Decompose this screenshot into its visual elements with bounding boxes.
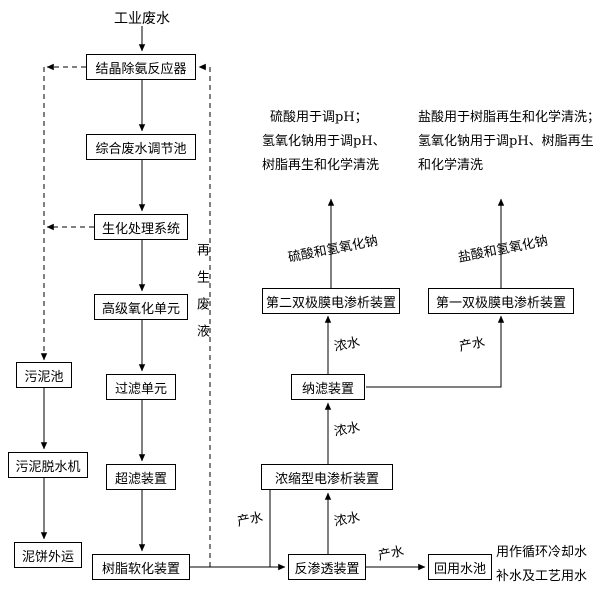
reuse-note-line1: 用作循环冷却水 xyxy=(496,545,588,560)
node-wastewater-regulation-tank: 综合废水调节池 xyxy=(86,134,196,160)
node-second-bipolar-membrane-electrodialysis: 第二双极膜电渗析装置 xyxy=(262,288,400,314)
node-nanofiltration-device: 纳滤装置 xyxy=(291,374,365,400)
sulfuric-note-line3: 树脂再生和化学清洗 xyxy=(262,158,380,173)
sulfuric-note-line1: 硫酸用于调pH； xyxy=(270,110,368,125)
node-filtration-unit: 过滤单元 xyxy=(106,374,176,400)
hcl-note-line1: 盐酸用于树脂再生和化学清洗； xyxy=(418,110,600,125)
hcl-note-line3: 和化学清洗 xyxy=(418,158,484,173)
node-biochemical-treatment-system: 生化处理系统 xyxy=(94,214,188,240)
node-reuse-water-pool: 回用水池 xyxy=(428,554,492,580)
node-resin-softening-device: 树脂软化装置 xyxy=(92,554,190,580)
regeneration-waste-label: 再生废液 xyxy=(194,243,209,351)
sulfuric-acid-usage-note: 硫酸用于调pH； 氢氧化钠用于调pH、 树脂再生和化学清洗 xyxy=(262,106,386,178)
node-reverse-osmosis-device: 反渗透装置 xyxy=(288,554,366,580)
node-concentrating-electrodialysis-device: 浓缩型电渗析装置 xyxy=(261,464,393,490)
hcl-note-line2: 氢氧化钠用于调pH、树脂再生 xyxy=(418,134,594,149)
node-crystallization-ammonia-reactor: 结晶除氨反应器 xyxy=(86,54,196,80)
reuse-note-line2: 补水及工艺用水 xyxy=(496,569,588,584)
reuse-water-usage-note: 用作循环冷却水 补水及工艺用水 xyxy=(496,541,587,589)
node-sludge-tank: 污泥池 xyxy=(16,362,72,388)
node-ultrafiltration-device: 超滤装置 xyxy=(106,464,176,490)
hydrochloric-acid-usage-note: 盐酸用于树脂再生和化学清洗； 氢氧化钠用于调pH、树脂再生 和化学清洗 xyxy=(418,106,600,178)
node-advanced-oxidation-unit: 高级氧化单元 xyxy=(94,294,188,320)
node-sludge-dewatering-machine: 污泥脱水机 xyxy=(8,452,88,478)
source-label: 工业废水 xyxy=(114,11,170,27)
node-mud-cake-transport: 泥饼外运 xyxy=(14,542,82,568)
sulfuric-note-line2: 氢氧化钠用于调pH、 xyxy=(262,134,386,149)
node-first-bipolar-membrane-electrodialysis: 第一双极膜电渗析装置 xyxy=(428,288,574,314)
